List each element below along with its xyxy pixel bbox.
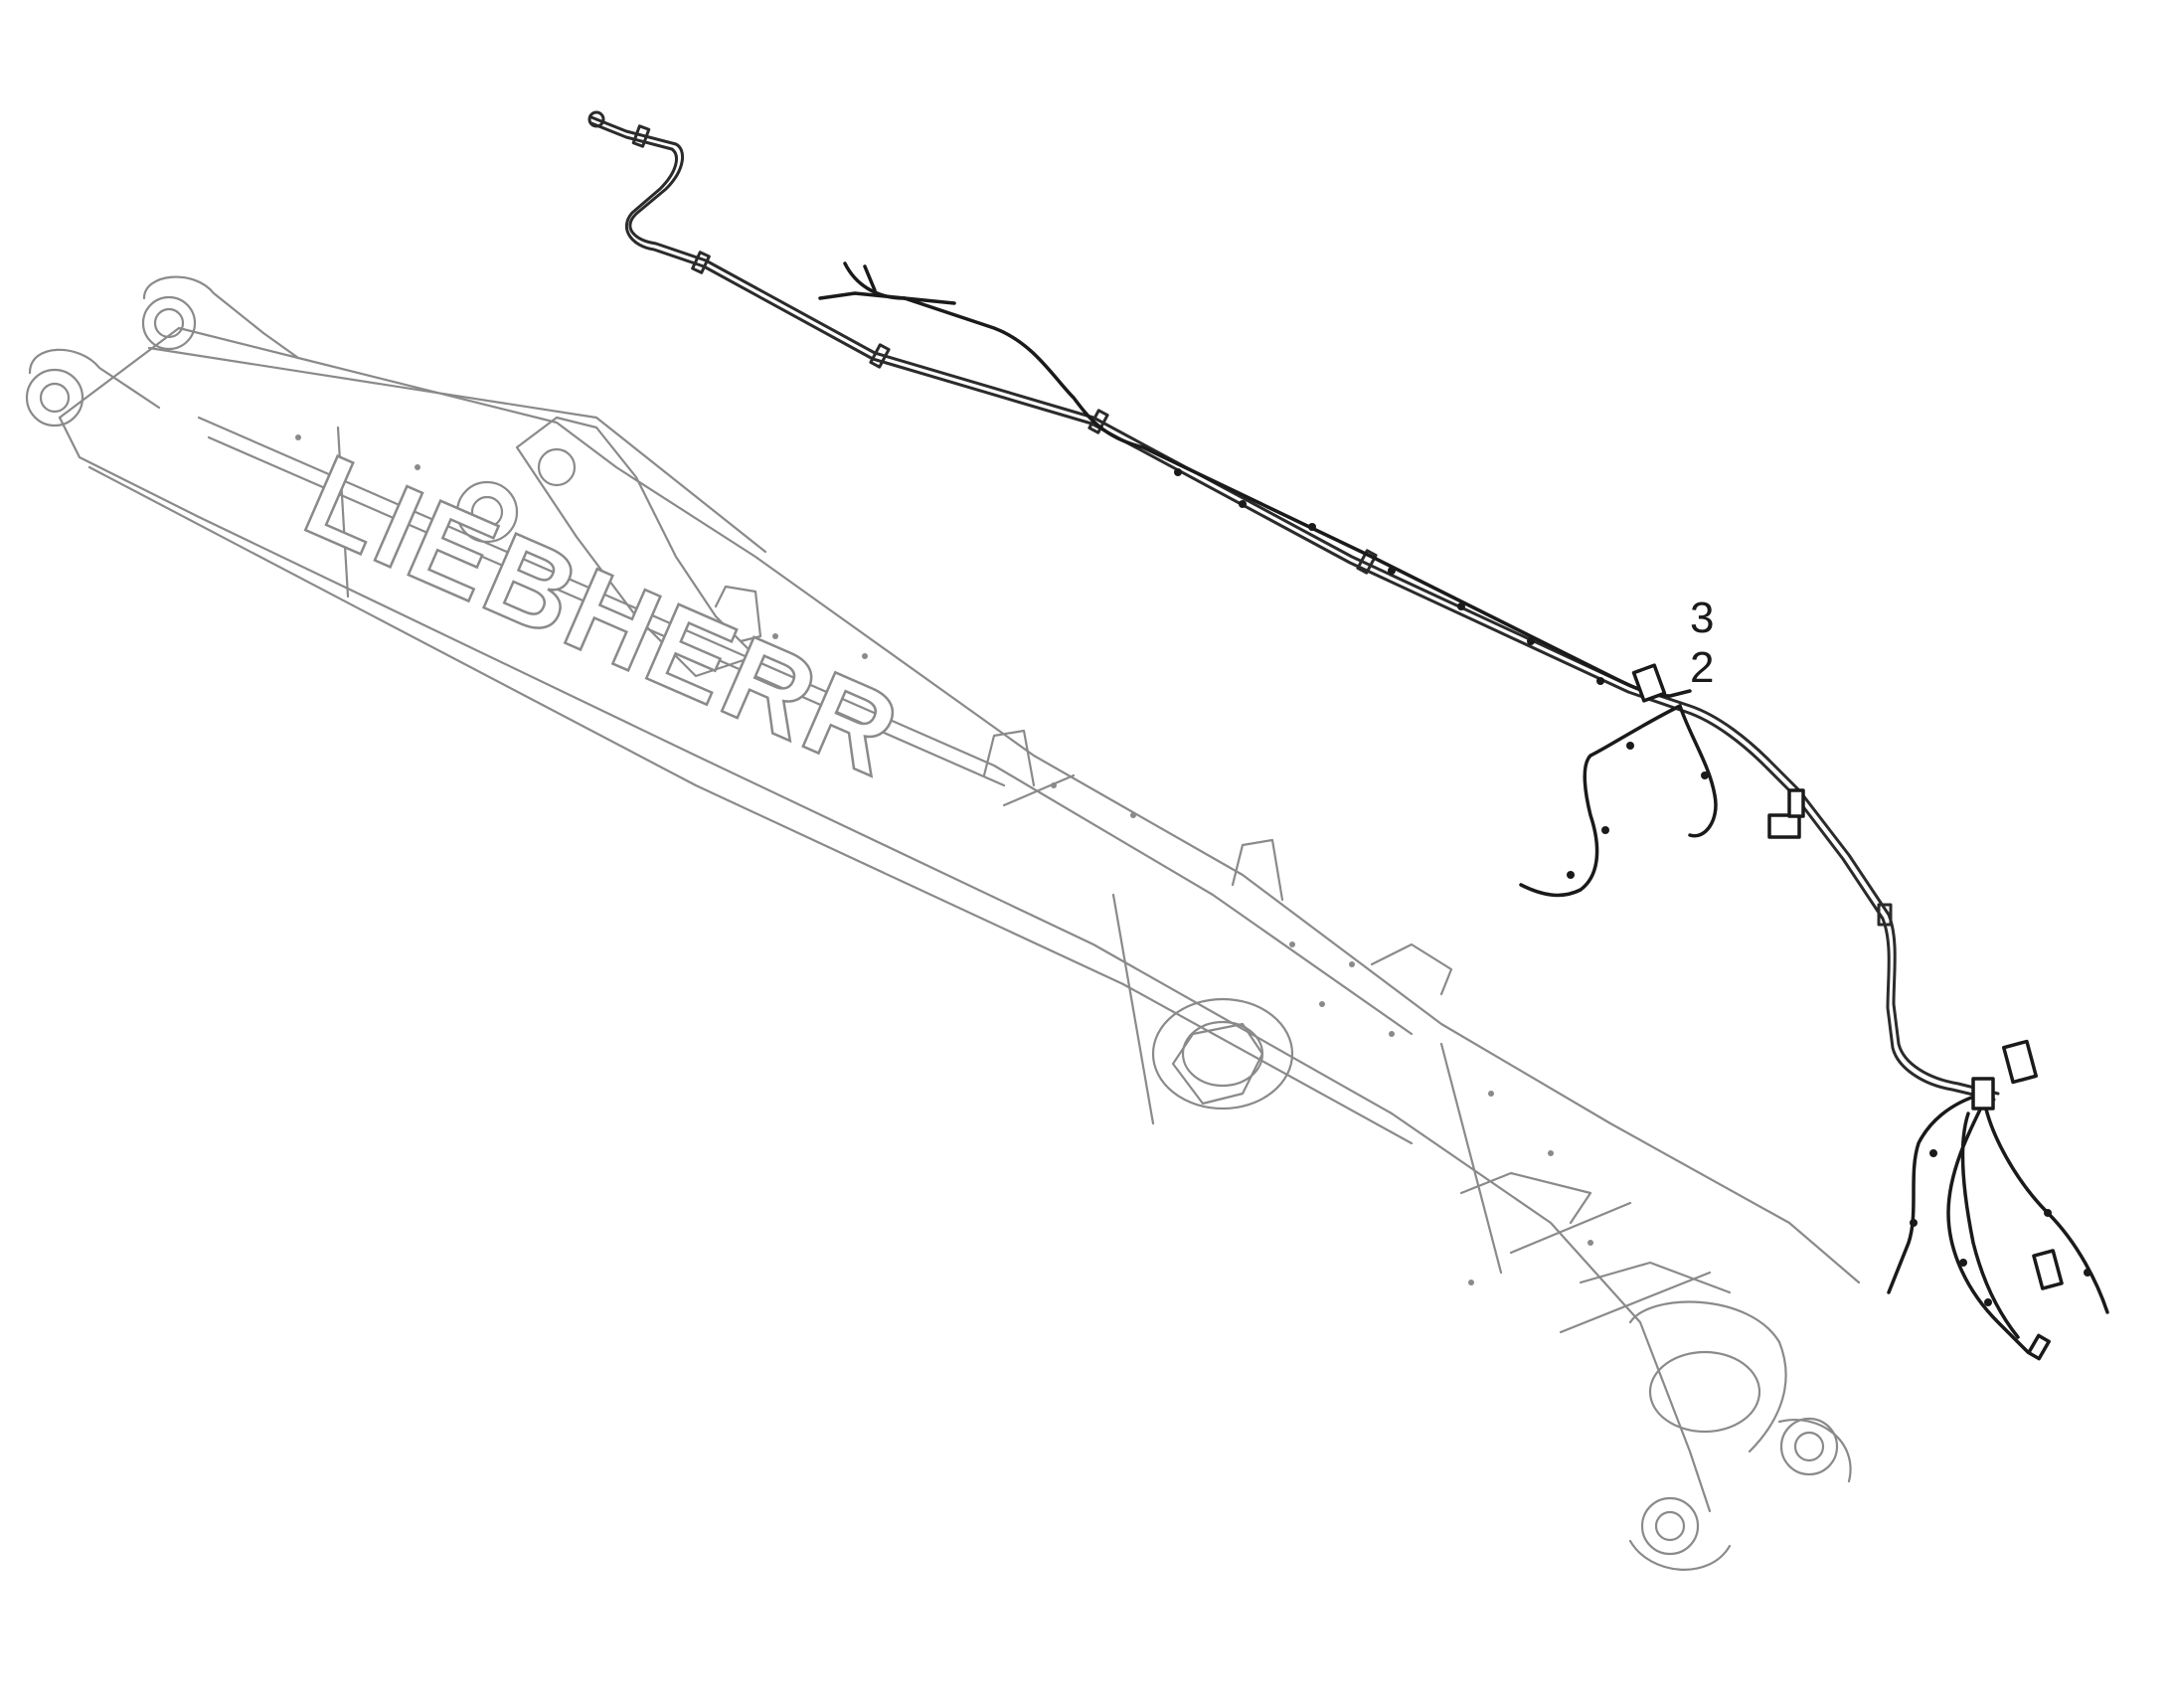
boom-icon <box>25 275 1861 1571</box>
brand-logo-text: LIEBHERR <box>288 430 919 802</box>
callout-2: 2 <box>1690 643 1715 692</box>
callout-3: 3 <box>1690 594 1715 642</box>
wiring-harness-icon <box>818 261 2109 1361</box>
brand-logo: LIEBHERR <box>286 429 920 804</box>
hydraulic-line-icon <box>587 110 2000 1102</box>
